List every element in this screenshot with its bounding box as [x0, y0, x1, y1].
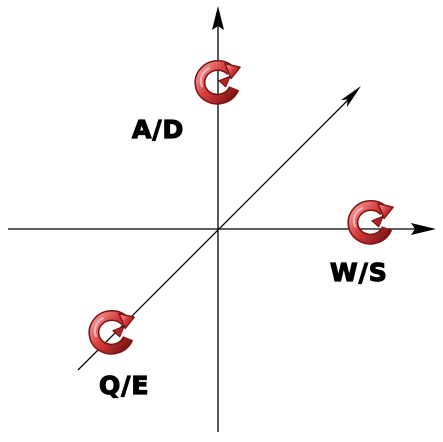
horizontal-rotation-label: W/S — [330, 258, 388, 287]
diagonal-axis-arrow-icon — [341, 86, 361, 107]
rotation-arrow-icon — [351, 202, 398, 242]
diagonal-rotation-label: Q/E — [99, 371, 149, 400]
rotation-arrow-icon — [92, 312, 139, 352]
horizontal-axis-arrow-icon — [411, 223, 436, 235]
vertical-rotation-control: A/D — [131, 62, 245, 145]
horizontal-rotation-control: W/S — [329, 202, 398, 288]
vertical-axis — [212, 6, 224, 432]
rotation-arrow-icon — [198, 62, 245, 102]
vertical-rotation-label: A/D — [132, 115, 184, 144]
diagonal-rotation-control: Q/E — [92, 312, 149, 401]
vertical-axis-arrow-icon — [212, 6, 224, 30]
horizontal-axis — [8, 223, 436, 235]
